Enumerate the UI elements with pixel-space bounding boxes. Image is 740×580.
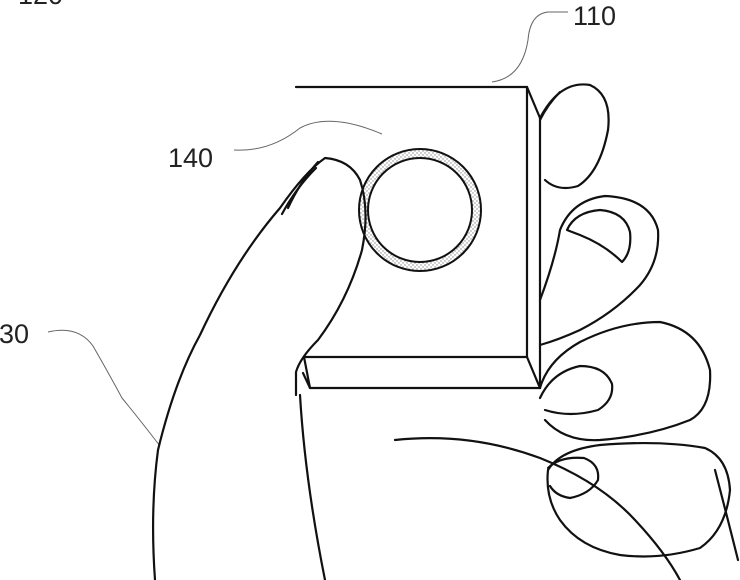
leader-line-110 xyxy=(491,11,568,83)
leader-line-130 xyxy=(47,329,161,447)
label-110: 110 xyxy=(573,1,616,31)
label-140: 140 xyxy=(168,143,213,173)
finger-second xyxy=(538,194,660,347)
finger-bottom xyxy=(546,441,732,558)
button-ring xyxy=(358,148,482,272)
leader-line-140 xyxy=(233,120,383,151)
palm xyxy=(298,393,740,580)
label-120: 120 xyxy=(18,0,63,10)
label-130: 130 xyxy=(0,319,29,349)
finger-top xyxy=(538,83,610,190)
finger-third xyxy=(538,320,712,442)
thumb xyxy=(151,156,367,580)
